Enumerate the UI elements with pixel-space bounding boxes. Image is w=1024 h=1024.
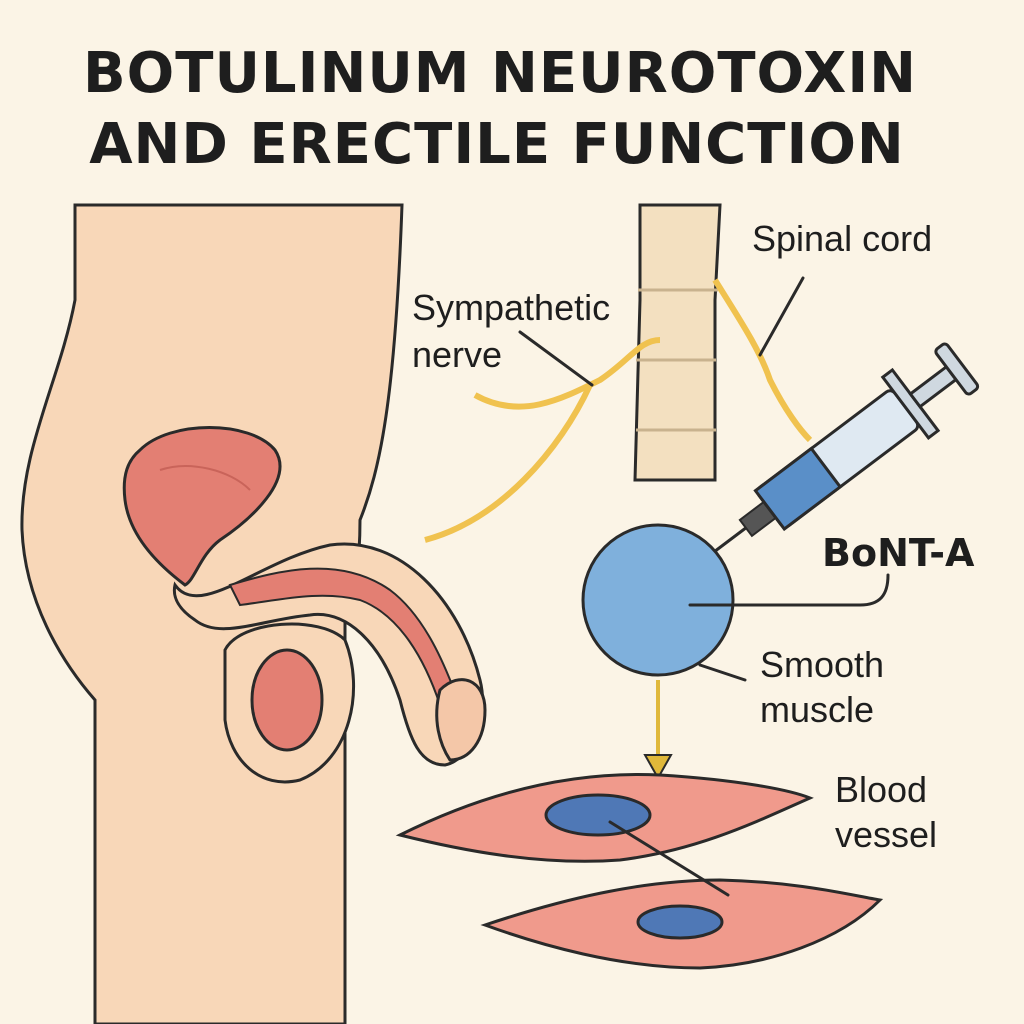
label-vessel: vessel bbox=[835, 814, 937, 855]
bladder bbox=[122, 426, 282, 587]
label-spinal-cord: Spinal cord bbox=[752, 218, 932, 259]
arrow-down bbox=[643, 680, 673, 781]
label-bont-a: BoNT-A bbox=[822, 531, 975, 575]
label-sympathetic: Sympathetic bbox=[412, 287, 610, 328]
title-line-2: AND ERECTILE FUNCTION bbox=[89, 112, 905, 177]
testis bbox=[223, 622, 356, 784]
label-muscle: muscle bbox=[760, 689, 874, 730]
syringe bbox=[689, 342, 980, 572]
title-line-1: BOTULINUM NEUROTOXIN bbox=[83, 41, 917, 106]
label-blood: Blood bbox=[835, 769, 927, 810]
penis bbox=[172, 542, 487, 767]
spinal-cord bbox=[633, 203, 722, 482]
label-nerve: nerve bbox=[412, 334, 502, 375]
smooth-muscle-cell bbox=[581, 523, 735, 677]
nerves bbox=[424, 278, 813, 543]
vessel-cells bbox=[395, 772, 884, 970]
label-smooth: Smooth bbox=[760, 644, 884, 685]
